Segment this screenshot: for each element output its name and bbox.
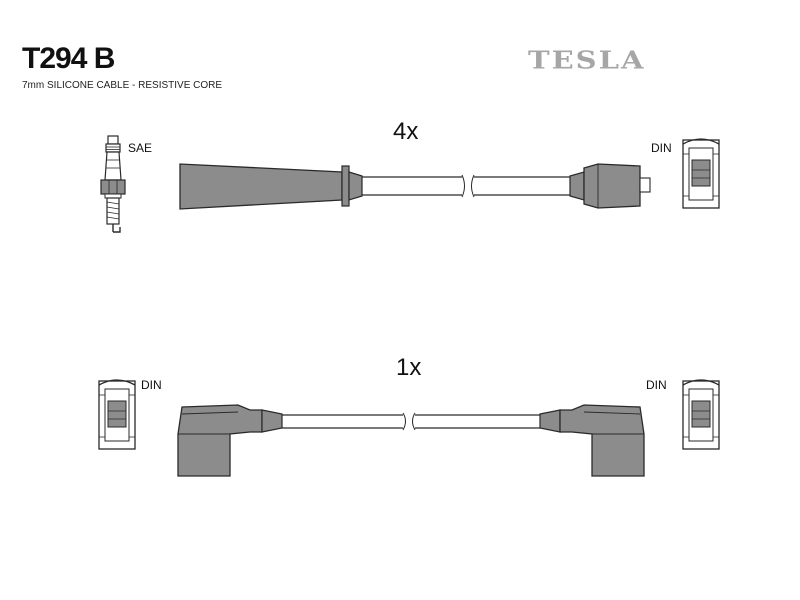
cable-description: 7mm SILICONE CABLE - RESISTIVE CORE	[22, 80, 223, 91]
part-number: T294 B	[22, 42, 115, 75]
ignition-lead-angled	[177, 404, 645, 477]
set2-left-connector-label: DIN	[141, 378, 162, 392]
spark-plug-icon	[100, 135, 126, 233]
brand-logo: TESLA	[528, 45, 646, 75]
set1-left-connector-label: SAE	[128, 141, 153, 155]
din-terminal-icon	[98, 379, 136, 450]
set2-right-connector-label: DIN	[646, 378, 667, 392]
din-terminal-icon	[682, 379, 720, 450]
set1-quantity: 4x	[393, 118, 419, 145]
set2-quantity: 1x	[396, 354, 422, 381]
set1-right-connector-label: DIN	[651, 141, 672, 155]
ignition-lead-straight	[179, 163, 651, 210]
din-terminal-icon	[682, 138, 720, 209]
